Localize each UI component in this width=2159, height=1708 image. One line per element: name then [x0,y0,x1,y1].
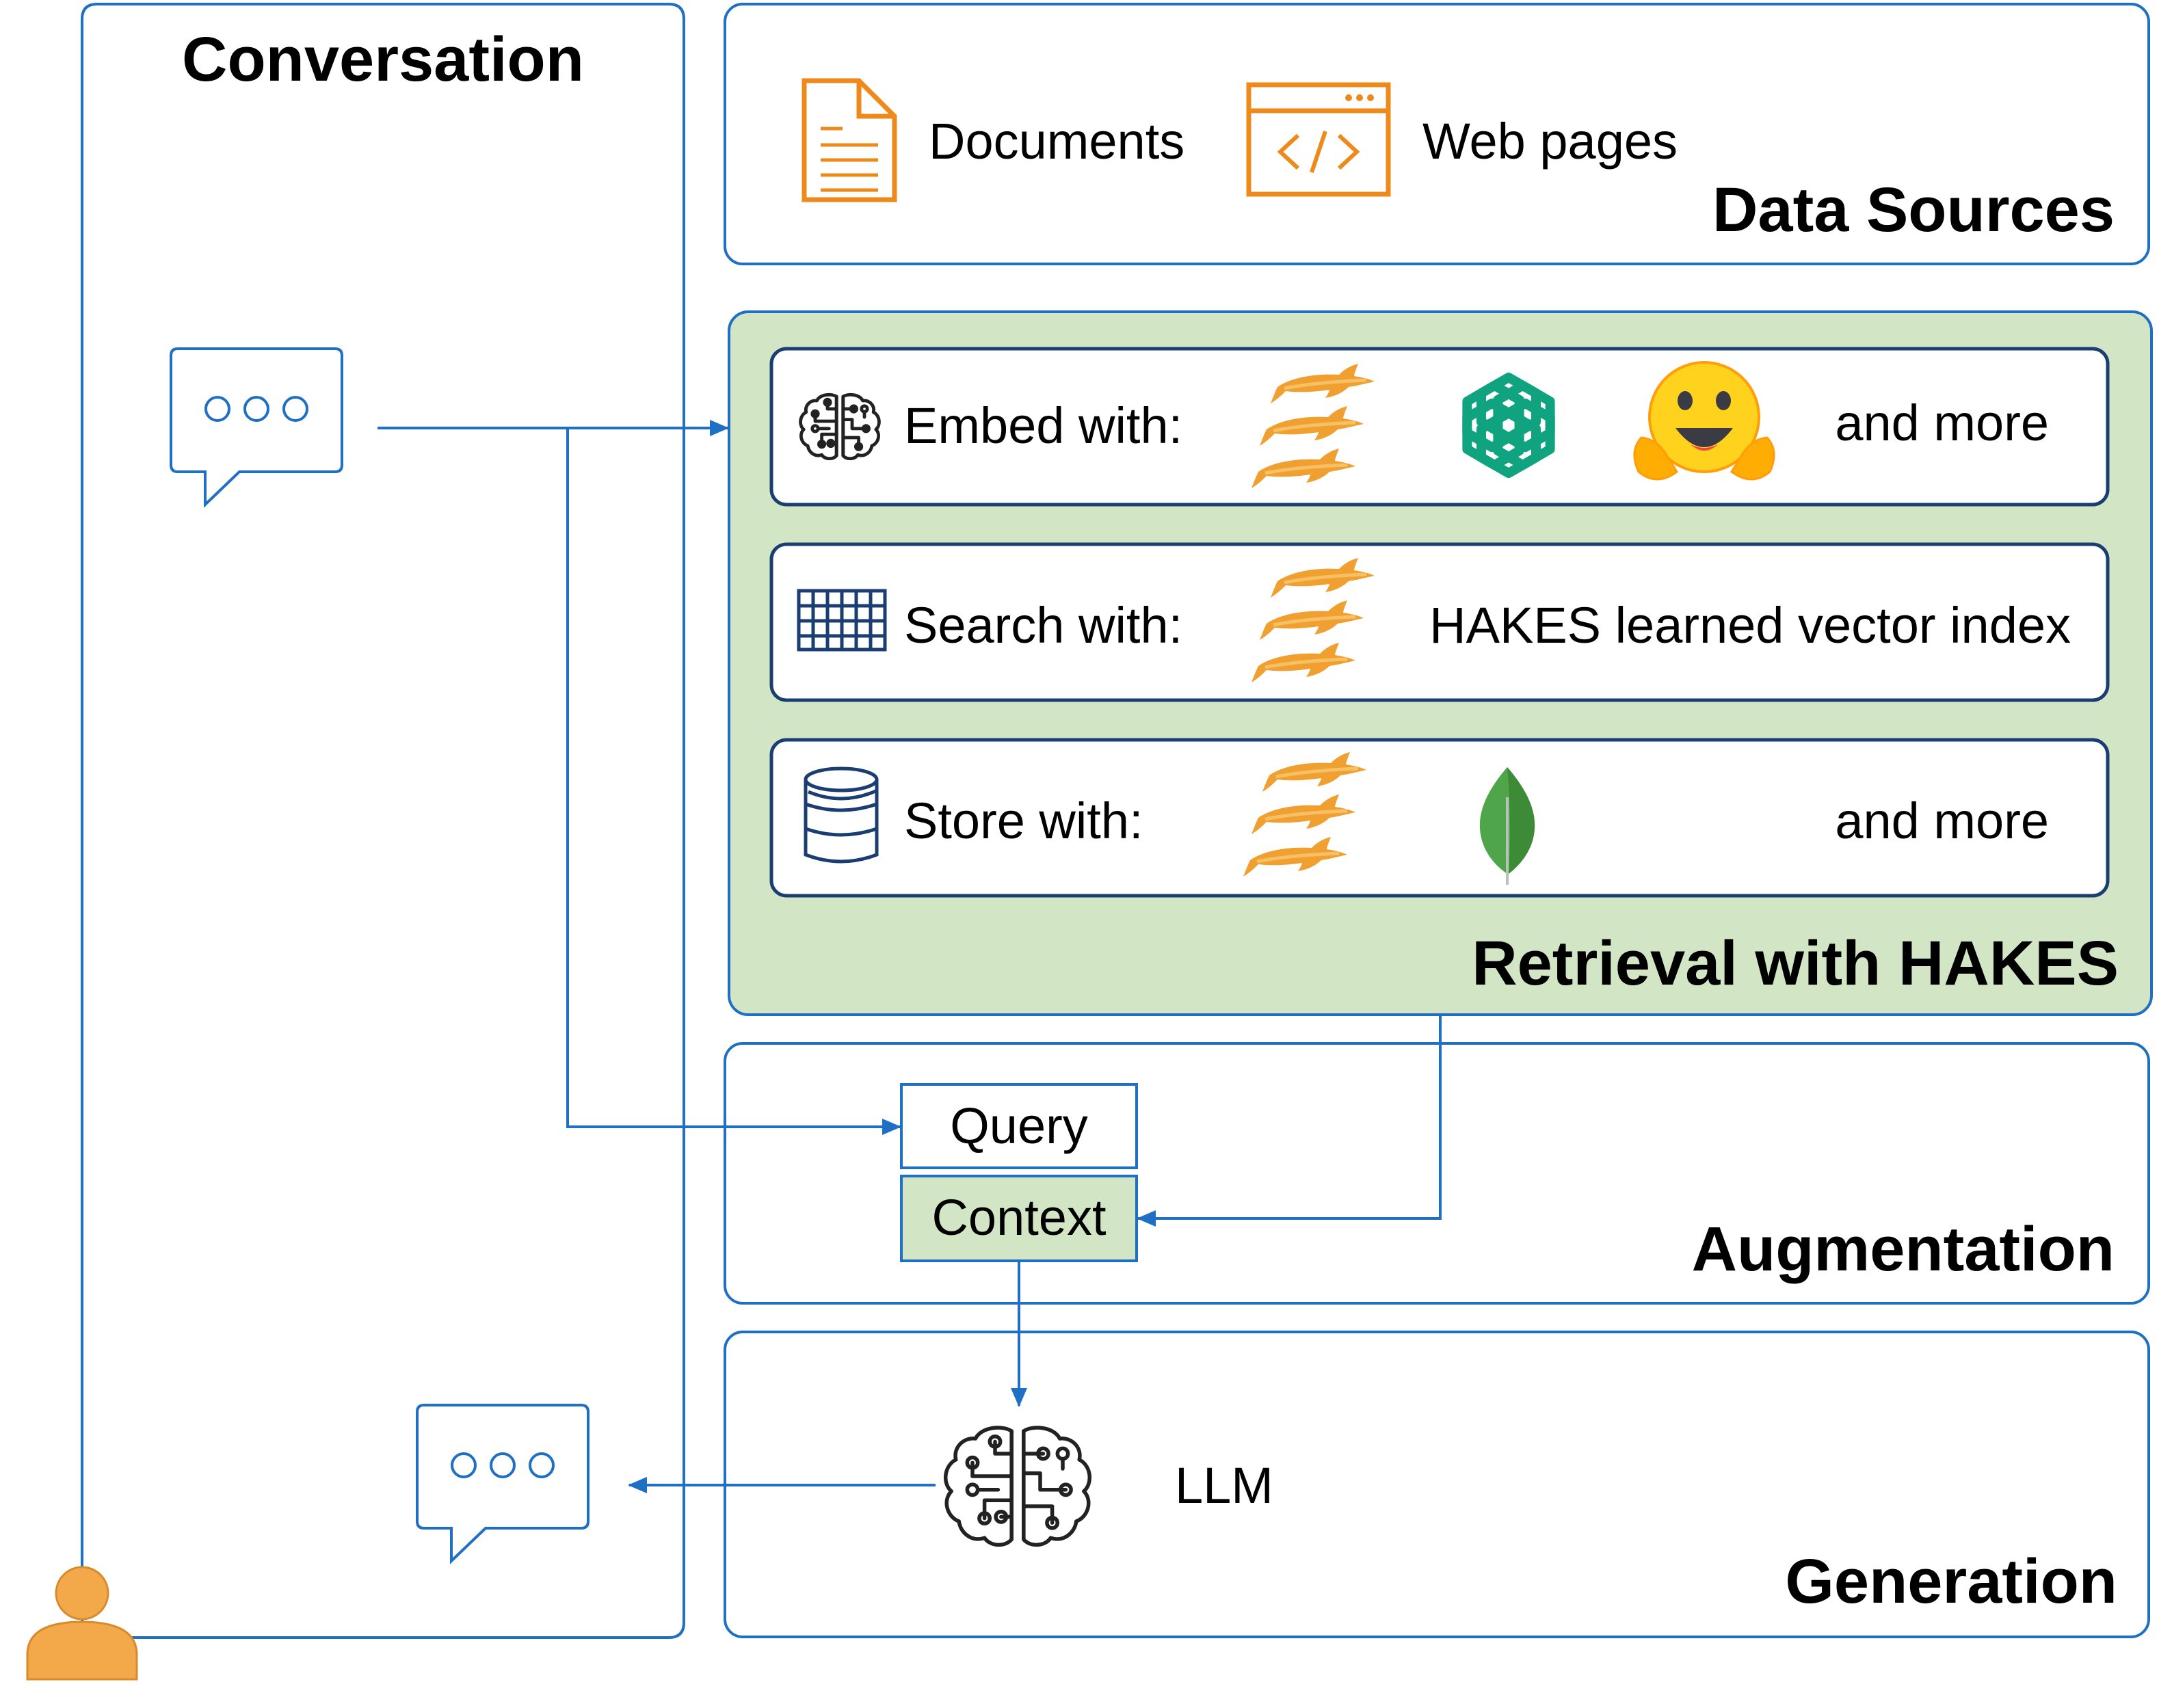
conversation-panel: Conversation [81,3,685,1639]
hugging-face-logo-icon [1633,361,1775,481]
openai-logo-icon [1462,373,1555,478]
search-row: Search with: HAKES learned vector index [769,542,2110,702]
augmentation-panel: Augmentation Query Context [724,1042,2150,1305]
retrieval-to-context-arrow [1137,1016,1442,1227]
store-and-more-label: and more [1835,792,2049,849]
store-row: Store with: and more [769,738,2110,898]
grid-table-icon [797,589,887,652]
retrieval-panel: Retrieval with HAKES Embed with: [728,310,2153,1016]
embed-label: Embed with: [904,397,1182,454]
database-icon [804,766,879,864]
flow-connectors [378,420,1442,1493]
web-pages-label: Web pages [1422,113,1678,170]
context-box: Context [900,1175,1138,1262]
generation-panel: Generation LLM [724,1331,2150,1638]
embed-row: Embed with: [769,347,2110,507]
mongodb-leaf-icon [1479,767,1535,885]
data-sources-panel: Data Sources Documents Web pages [724,3,2150,265]
query-label: Query [950,1097,1088,1154]
embed-and-more-label: and more [1835,395,2049,451]
user-avatar-icon [26,1566,138,1681]
augmentation-title: Augmentation [1692,1214,2115,1284]
chat-to-query-arrow [566,428,901,1135]
documents-label: Documents [929,113,1184,170]
document-icon [802,78,897,202]
store-label: Store with: [904,792,1143,849]
search-label: Search with: [904,597,1182,654]
llm-label: LLM [1175,1457,1273,1514]
conversation-title: Conversation [182,25,584,94]
context-label: Context [931,1189,1106,1246]
query-box: Query [900,1083,1138,1169]
web-page-code-icon [1246,82,1391,197]
data-sources-title: Data Sources [1712,175,2115,245]
generation-title: Generation [1785,1547,2117,1616]
hakes-index-label: HAKES learned vector index [1429,597,2071,654]
retrieval-title: Retrieval with HAKES [1472,929,2119,998]
